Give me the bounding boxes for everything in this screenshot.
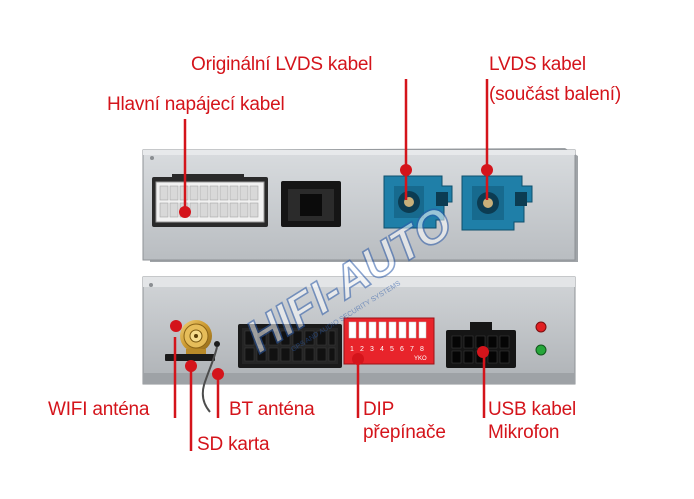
label-dip: DIP xyxy=(363,399,395,420)
dip-number-6: 6 xyxy=(400,346,404,353)
multi-pin-connector xyxy=(238,324,342,368)
label-lvds-package: (součást balení) xyxy=(489,84,621,105)
dip-number-3: 3 xyxy=(370,346,374,353)
aux-black-connector xyxy=(281,181,341,227)
label-lvds-cable: LVDS kabel xyxy=(489,54,586,75)
lvds-original-connector xyxy=(383,175,453,229)
callout-dots xyxy=(170,164,493,380)
label-original-lvds-cable: Originální LVDS kabel xyxy=(191,54,373,75)
dip-brand: YKO xyxy=(414,356,427,362)
status-leds xyxy=(535,321,547,356)
lvds-included-connector xyxy=(461,175,533,231)
sd-card-slot xyxy=(165,354,215,361)
label-usb-cable: USB kabel xyxy=(488,399,576,420)
label-microphone: Mikrofon xyxy=(488,422,560,443)
label-bt-antenna: BT anténa xyxy=(229,399,315,420)
bt-antenna-wire xyxy=(201,341,220,413)
dip-number-4: 4 xyxy=(380,346,384,353)
dip-switch-block: 1 2 3 4 5 6 7 8 YKO xyxy=(343,317,435,365)
label-dip-switches: přepínače xyxy=(363,422,446,443)
dip-number-2: 2 xyxy=(360,346,364,353)
dip-number-7: 7 xyxy=(410,346,414,353)
label-wifi-antenna: WIFI anténa xyxy=(48,399,150,420)
dip-number-1: 1 xyxy=(350,346,354,353)
dip-number-5: 5 xyxy=(390,346,394,353)
main-power-connector xyxy=(152,174,268,227)
red-led xyxy=(535,321,547,333)
green-led xyxy=(535,344,547,356)
dip-number-8: 8 xyxy=(420,346,424,353)
wifi-antenna-connector xyxy=(180,320,212,357)
callout-lines xyxy=(173,79,489,451)
label-main-power-cable: Hlavní napájecí kabel xyxy=(107,94,285,115)
label-sd-card: SD karta xyxy=(197,434,270,455)
